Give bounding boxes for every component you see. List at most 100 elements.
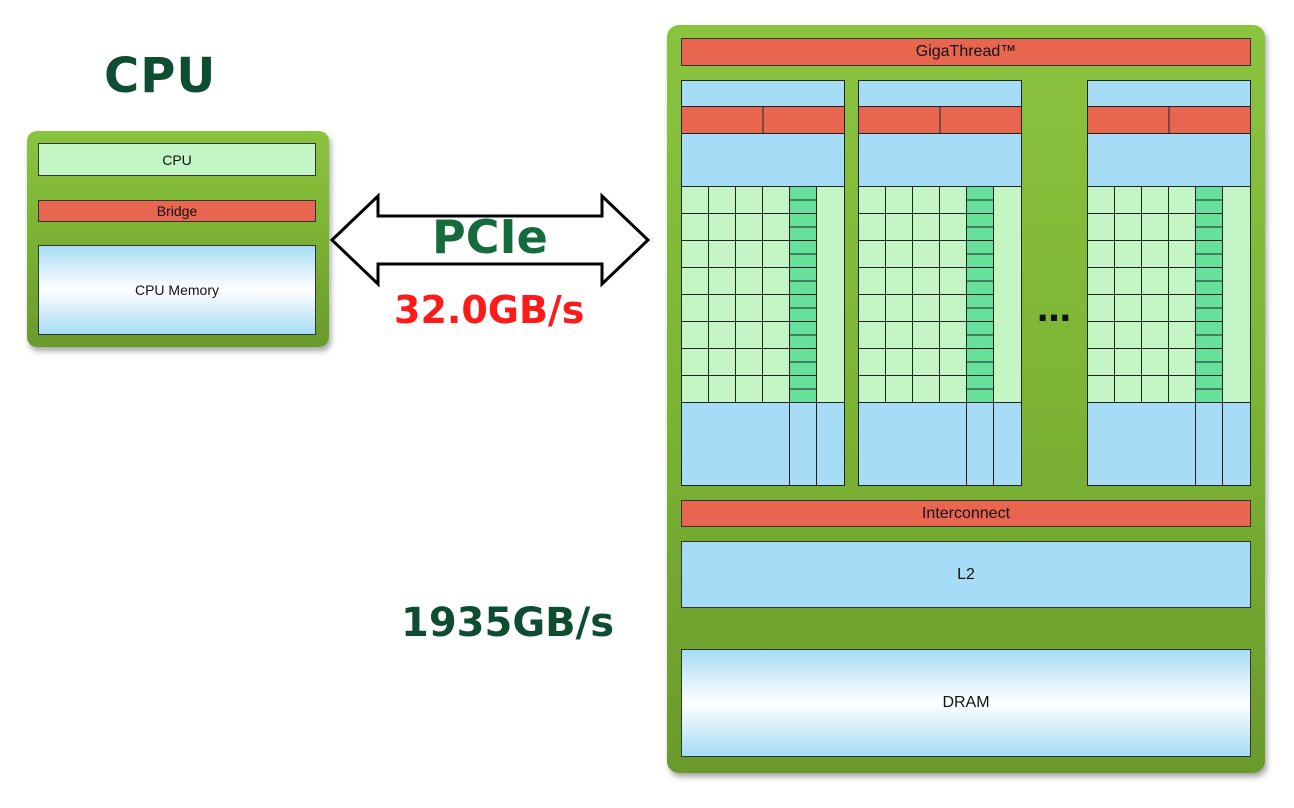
interconnect-bar: Interconnect: [681, 500, 1251, 527]
sm-core: [912, 348, 940, 376]
sm-load-store-unit: [789, 186, 817, 201]
memory-bandwidth: 1935GB/s: [401, 600, 615, 646]
sm-load-store-unit: [966, 321, 994, 336]
sm-core: [708, 186, 736, 214]
sm-load-store-unit: [789, 375, 817, 390]
sm-diagram: [1087, 80, 1251, 486]
sm-load-store-unit: [966, 280, 994, 295]
sm-load-store-unit: [789, 348, 817, 363]
sm-core: [858, 294, 886, 322]
sm-core: [885, 375, 913, 403]
sm-load-store-unit: [1195, 375, 1223, 390]
sm-core: [939, 213, 967, 241]
sm-load-store-unit: [966, 348, 994, 363]
sm-core: [1168, 321, 1196, 349]
sm-register-file: [681, 133, 845, 187]
sm-load-store-unit: [1195, 267, 1223, 282]
sm-load-store-unit: [789, 199, 817, 214]
sm-core: [1114, 186, 1142, 214]
sm-load-store-unit: [789, 253, 817, 268]
sm-core: [681, 321, 709, 349]
sm-core: [681, 348, 709, 376]
sm-load-store-unit: [966, 267, 994, 282]
sm-load-store-unit: [966, 334, 994, 349]
sm-load-store-unit: [1195, 213, 1223, 228]
sm-core: [885, 240, 913, 268]
sm-core: [912, 294, 940, 322]
sm-core: [708, 321, 736, 349]
sm-core: [1168, 267, 1196, 295]
sm-core: [708, 240, 736, 268]
sm-core: [1168, 375, 1196, 403]
sm-core: [858, 321, 886, 349]
sm-load-store-unit: [966, 226, 994, 241]
sm-core: [708, 348, 736, 376]
sm-core: [1168, 186, 1196, 214]
sm-load-store-unit: [966, 375, 994, 390]
sm-load-store-unit: [966, 186, 994, 201]
sm-core: [762, 348, 790, 376]
sm-warp-scheduler: [858, 106, 941, 134]
sm-core: [1087, 348, 1115, 376]
sm-core: [939, 186, 967, 214]
sm-load-store-unit: [966, 307, 994, 322]
sm-core: [885, 348, 913, 376]
sm-core: [1087, 267, 1115, 295]
sm-core: [885, 186, 913, 214]
sm-load-store-unit: [789, 334, 817, 349]
sm-core: [858, 375, 886, 403]
sm-texture-unit: [816, 402, 845, 486]
sm-core: [1087, 294, 1115, 322]
sm-core: [1141, 294, 1169, 322]
sm-core: [735, 375, 763, 403]
sm-core: [762, 294, 790, 322]
sm-warp-scheduler: [762, 106, 845, 134]
sm-core: [912, 186, 940, 214]
sm-load-store-unit: [789, 226, 817, 241]
sm-core: [858, 186, 886, 214]
sm-texture-unit: [1222, 402, 1251, 486]
sm-diagram: [681, 80, 845, 486]
sm-shared-memory: [681, 402, 790, 486]
sm-load-store-unit: [1195, 186, 1223, 201]
sm-core: [708, 375, 736, 403]
sm-texture-unit: [789, 402, 817, 486]
sm-core: [1141, 186, 1169, 214]
sm-core: [762, 240, 790, 268]
cpu-heading: CPU: [104, 48, 217, 104]
sm-core: [885, 267, 913, 295]
sm-core: [735, 294, 763, 322]
sm-load-store-unit: [789, 294, 817, 309]
sm-core: [1141, 321, 1169, 349]
sm-load-store-unit: [1195, 307, 1223, 322]
sm-core: [1087, 375, 1115, 403]
streaming-multiprocessor: [681, 80, 845, 486]
cpu-core-block: CPU: [38, 143, 316, 176]
sm-core: [858, 240, 886, 268]
sm-special-function-unit: [816, 186, 845, 403]
sm-core: [939, 240, 967, 268]
sm-core: [939, 348, 967, 376]
sm-core: [939, 267, 967, 295]
sm-load-store-unit: [1195, 321, 1223, 336]
pcie-double-arrow: [329, 192, 651, 288]
sm-core: [1114, 267, 1142, 295]
sm-warp-scheduler: [1168, 106, 1251, 134]
sm-core: [762, 186, 790, 214]
sm-core: [1141, 213, 1169, 241]
sm-load-store-unit: [966, 253, 994, 268]
sm-core: [1114, 321, 1142, 349]
more-sm-ellipsis: …: [1037, 290, 1073, 330]
sm-core: [1114, 213, 1142, 241]
streaming-multiprocessor: [1087, 80, 1251, 486]
sm-core: [1168, 348, 1196, 376]
sm-core: [1141, 267, 1169, 295]
sm-load-store-unit: [966, 388, 994, 403]
streaming-multiprocessor: [858, 80, 1022, 486]
sm-core: [1168, 213, 1196, 241]
sm-core: [858, 267, 886, 295]
sm-load-store-unit: [789, 280, 817, 295]
sm-core: [1087, 213, 1115, 241]
sm-diagram: [858, 80, 1022, 486]
sm-core: [762, 375, 790, 403]
